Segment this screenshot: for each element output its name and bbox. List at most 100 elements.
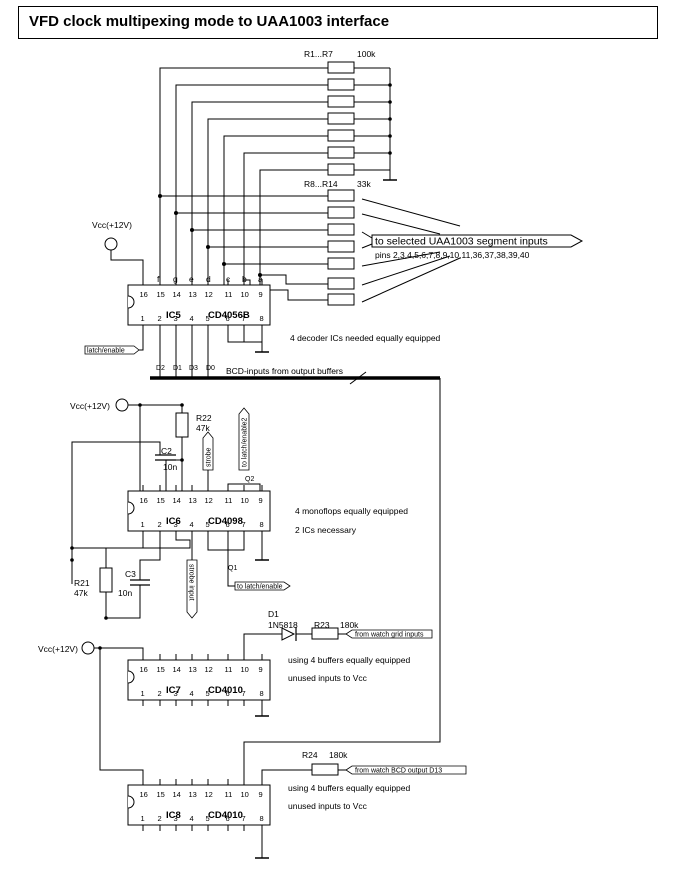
r24-value: 180k — [329, 750, 348, 760]
ic8-pin-bottom: 2 — [158, 814, 162, 823]
r21-label: R21 — [74, 578, 90, 588]
ic5-pin-top: 15 — [157, 290, 165, 299]
pins-list: pins 2,3,4,5,6,7,8,9,10,11,36,37,38,39,4… — [375, 250, 530, 260]
buffers-note: using 4 buffers equally equipped — [288, 655, 411, 665]
ic6: Vcc(+12V) R22 47k C2 10n strobe to latch… — [70, 398, 408, 620]
ic7-pin-bottom: 3 — [174, 689, 178, 698]
bcd-bus-label: BCD-inputs from output buffers — [226, 366, 343, 376]
diagram-title: VFD clock multipexing mode to UAA1003 in… — [29, 13, 390, 30]
ic8-pin-top: 14 — [173, 790, 181, 799]
ic8-pin-bottom: 8 — [260, 814, 264, 823]
ic6-pin-top: 13 — [189, 496, 197, 505]
c2-label: C2 — [161, 446, 172, 456]
ic8-name: IC8 — [166, 810, 181, 821]
ic8-type: CD4010 — [208, 810, 243, 821]
c3-value: 10n — [118, 588, 132, 598]
from-grid-tag: from watch grid inputs — [355, 632, 424, 639]
decoder-note: 4 decoder ICs needed equally equipped — [290, 333, 441, 343]
r8-r14-value: 33k — [357, 179, 371, 189]
ic7-pin-bottom: 6 — [226, 689, 230, 698]
ic5-pin-bottom: 8 — [260, 314, 264, 323]
ic8: R24 180k from watch BCD output D13 IC8 C… — [127, 750, 467, 859]
ic5: Vcc(+12V) IC5 CD4056B 161152143134125116… — [84, 220, 441, 378]
ic6-pin-bottom: 3 — [174, 520, 178, 529]
ic5-pin-bottom: 2 — [158, 314, 162, 323]
ic7-pin-top: 11 — [225, 665, 233, 674]
ic5-pin-top: 14 — [173, 290, 181, 299]
ic6-pin-top: 10 — [241, 496, 249, 505]
ic8-pin-bottom: 1 — [141, 814, 145, 823]
ic7-pin-bottom: 5 — [206, 689, 210, 698]
q1-label: Q1 — [228, 565, 237, 572]
bus-d3: D3 — [189, 365, 198, 372]
c3-label: C3 — [125, 569, 136, 579]
ic8-pin-top: 9 — [259, 790, 263, 799]
strobe-input-tag: strobe input — [188, 564, 195, 601]
unused-note-2: unused inputs to Vcc — [288, 801, 368, 811]
ic6-pin-bottom: 2 — [158, 520, 162, 529]
r1-r7-label: R1...R7 — [304, 49, 333, 59]
ic5-pin-bottom: 1 — [141, 314, 145, 323]
ic6-pin-bottom: 5 — [206, 520, 210, 529]
c2-value: 10n — [163, 462, 177, 472]
ic6-type: CD4098 — [208, 516, 243, 527]
ic5-pin-bottom: 7 — [242, 314, 246, 323]
seg-letter-d: d — [206, 274, 211, 284]
ic8-pin-bottom: 6 — [226, 814, 230, 823]
r23-value: 180k — [340, 620, 359, 630]
to-latch-enable-tag: to latch/enable — [237, 584, 283, 591]
ic7-pin-top: 9 — [259, 665, 263, 674]
ic5-pin-top: 13 — [189, 290, 197, 299]
ic5-pin-top: 12 — [205, 290, 213, 299]
ic7-pin-top: 12 — [205, 665, 213, 674]
ic5-pin-bottom: 4 — [190, 314, 194, 323]
ic5-pin-bottom: 3 — [174, 314, 178, 323]
ic6-pin-bottom: 1 — [141, 520, 145, 529]
ic5-vcc-label: Vcc(+12V) — [92, 220, 132, 230]
ic8-pin-top: 10 — [241, 790, 249, 799]
r23-label: R23 — [314, 620, 330, 630]
ic7-pin-top: 10 — [241, 665, 249, 674]
mono-note-1: 4 monoflops equally equipped — [295, 506, 408, 516]
seg-letter-c: c — [226, 274, 231, 284]
latch-enable-tag: latch/enable — [87, 348, 125, 355]
ic7: Vcc(+12V) D1 1N5818 R23 180k from watch … — [38, 609, 433, 785]
r8-r14-resistors: R8...R14 33k — [158, 179, 461, 306]
ic6-vcc-label: Vcc(+12V) — [70, 401, 110, 411]
r8-r14-label: R8...R14 — [304, 179, 338, 189]
ic7-vcc-label: Vcc(+12V) — [38, 644, 78, 654]
ic5-pin-bottom: 6 — [226, 314, 230, 323]
ic7-pin-bottom: 1 — [141, 689, 145, 698]
seg-letter-g: g — [173, 274, 178, 284]
q2-label: Q2 — [245, 476, 254, 483]
ic5-name: IC5 — [166, 310, 182, 321]
ic7-pin-bottom: 8 — [260, 689, 264, 698]
ic8-pin-top: 15 — [157, 790, 165, 799]
ic8-pin-bottom: 3 — [174, 814, 178, 823]
ic8-pin-top: 12 — [205, 790, 213, 799]
ic6-pin-top: 15 — [157, 496, 165, 505]
ic6-pin-bottom: 6 — [226, 520, 230, 529]
segment-inputs-label: to selected UAA1003 segment inputs pins … — [371, 234, 584, 260]
title-box: VFD clock multipexing mode to UAA1003 in… — [18, 6, 658, 39]
ic7-pin-top: 14 — [173, 665, 181, 674]
r22-label: R22 — [196, 413, 212, 423]
diode-type: 1N5818 — [268, 620, 298, 630]
bcd-bus: BCD-inputs from output buffers — [150, 366, 441, 785]
ic7-type: CD4010 — [208, 685, 243, 696]
ic6-pin-top: 16 — [140, 496, 148, 505]
r1-r7-value: 100k — [357, 49, 376, 59]
ic6-pin-top: 12 — [205, 496, 213, 505]
seg-letter-e: e — [189, 274, 194, 284]
segment-inputs-text: to selected UAA1003 segment inputs — [375, 236, 548, 248]
ic5-pin-top: 11 — [225, 290, 233, 299]
ic5-pin-top: 10 — [241, 290, 249, 299]
ic8-pin-bottom: 7 — [242, 814, 246, 823]
ic5-pin-bottom: 5 — [206, 314, 210, 323]
mono-note-2: 2 ICs necessary — [295, 525, 357, 535]
ic7-pin-top: 16 — [140, 665, 148, 674]
ic8-pin-top: 13 — [189, 790, 197, 799]
ic8-pin-bottom: 4 — [190, 814, 194, 823]
seg-letter-a: a — [258, 274, 263, 284]
ic5-pin-top: 9 — [259, 290, 263, 299]
